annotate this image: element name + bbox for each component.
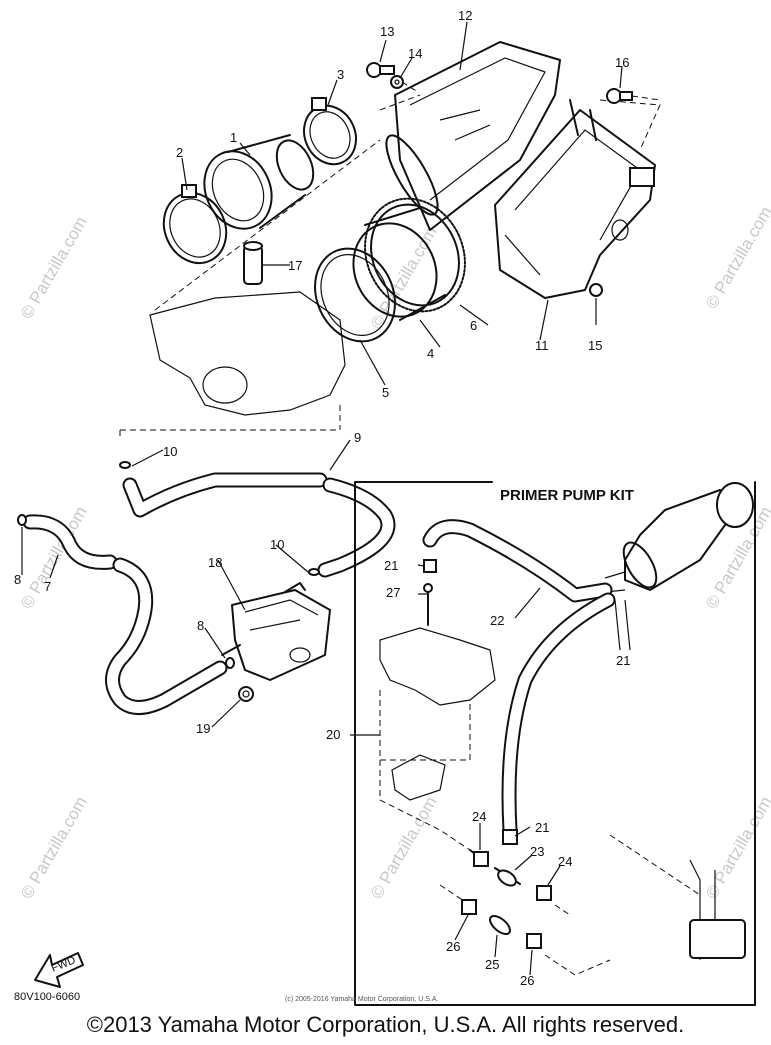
watermark-8: © Partzilla.com <box>702 793 771 902</box>
callout-5: 5 <box>382 385 389 400</box>
callout-1: 1 <box>230 130 237 145</box>
callout-labels: 1 2 3 4 5 6 7 8 8 9 10 10 11 12 13 14 15… <box>14 8 630 988</box>
callout-4: 4 <box>427 346 434 361</box>
callout-27: 27 <box>386 585 400 600</box>
callout-11: 11 <box>535 338 549 353</box>
callout-21-top: 21 <box>384 558 398 573</box>
callout-22: 22 <box>490 613 504 628</box>
small-copyright: (c) 2005-2016 Yamaha Motor Corporation, … <box>285 996 438 1003</box>
watermark-3: © Partzilla.com <box>702 203 771 312</box>
callout-21-mid: 21 <box>535 820 549 835</box>
callout-2: 2 <box>176 145 183 160</box>
housing-upper <box>385 41 561 231</box>
callout-19: 19 <box>196 721 210 736</box>
callout-8-pump: 8 <box>197 618 204 633</box>
housing-lower <box>379 94 661 299</box>
fwd-arrow-icon: FWD <box>34 952 84 988</box>
callout-13: 13 <box>380 24 394 39</box>
intake-assembly <box>119 97 381 440</box>
watermark-7: © Partzilla.com <box>367 793 441 902</box>
callout-24-left: 24 <box>472 809 486 824</box>
fasteners <box>366 62 661 297</box>
callout-23: 23 <box>530 844 544 859</box>
filter-assembly <box>314 197 466 343</box>
callout-3: 3 <box>337 67 344 82</box>
callout-9: 9 <box>354 430 361 445</box>
callout-17: 17 <box>288 258 302 273</box>
primer-kit-title: PRIMER PUMP KIT <box>500 487 634 504</box>
callout-8-left: 8 <box>14 572 21 587</box>
fuel-hoses <box>17 461 396 715</box>
fwd-label: FWD <box>50 954 78 975</box>
watermark-6: © Partzilla.com <box>17 793 91 902</box>
callout-26-left: 26 <box>446 939 460 954</box>
watermark-1: © Partzilla.com <box>17 213 91 322</box>
copyright-notice: ©2013 Yamaha Motor Corporation, U.S.A. A… <box>86 1012 685 1037</box>
callout-25: 25 <box>485 957 499 972</box>
callout-16: 16 <box>615 55 629 70</box>
callout-10-lower: 10 <box>270 537 284 552</box>
primer-pump-kit-box: PRIMER PUMP KIT <box>354 481 756 1006</box>
fuel-pump <box>221 582 331 702</box>
callout-21-right: 21 <box>616 653 630 668</box>
callout-10-upper: 10 <box>163 444 177 459</box>
callout-20: 20 <box>326 727 340 742</box>
callout-24-right: 24 <box>558 854 572 869</box>
callout-15: 15 <box>588 338 602 353</box>
callout-7: 7 <box>44 579 51 594</box>
callout-18: 18 <box>208 555 222 570</box>
callout-26-right: 26 <box>520 973 534 988</box>
diagram-code: 80V100-6060 <box>14 991 80 1003</box>
callout-6: 6 <box>470 318 477 333</box>
leader-lines <box>21 21 631 976</box>
callout-14: 14 <box>408 46 422 61</box>
callout-12: 12 <box>458 8 472 23</box>
watermark-5: © Partzilla.com <box>702 503 771 612</box>
